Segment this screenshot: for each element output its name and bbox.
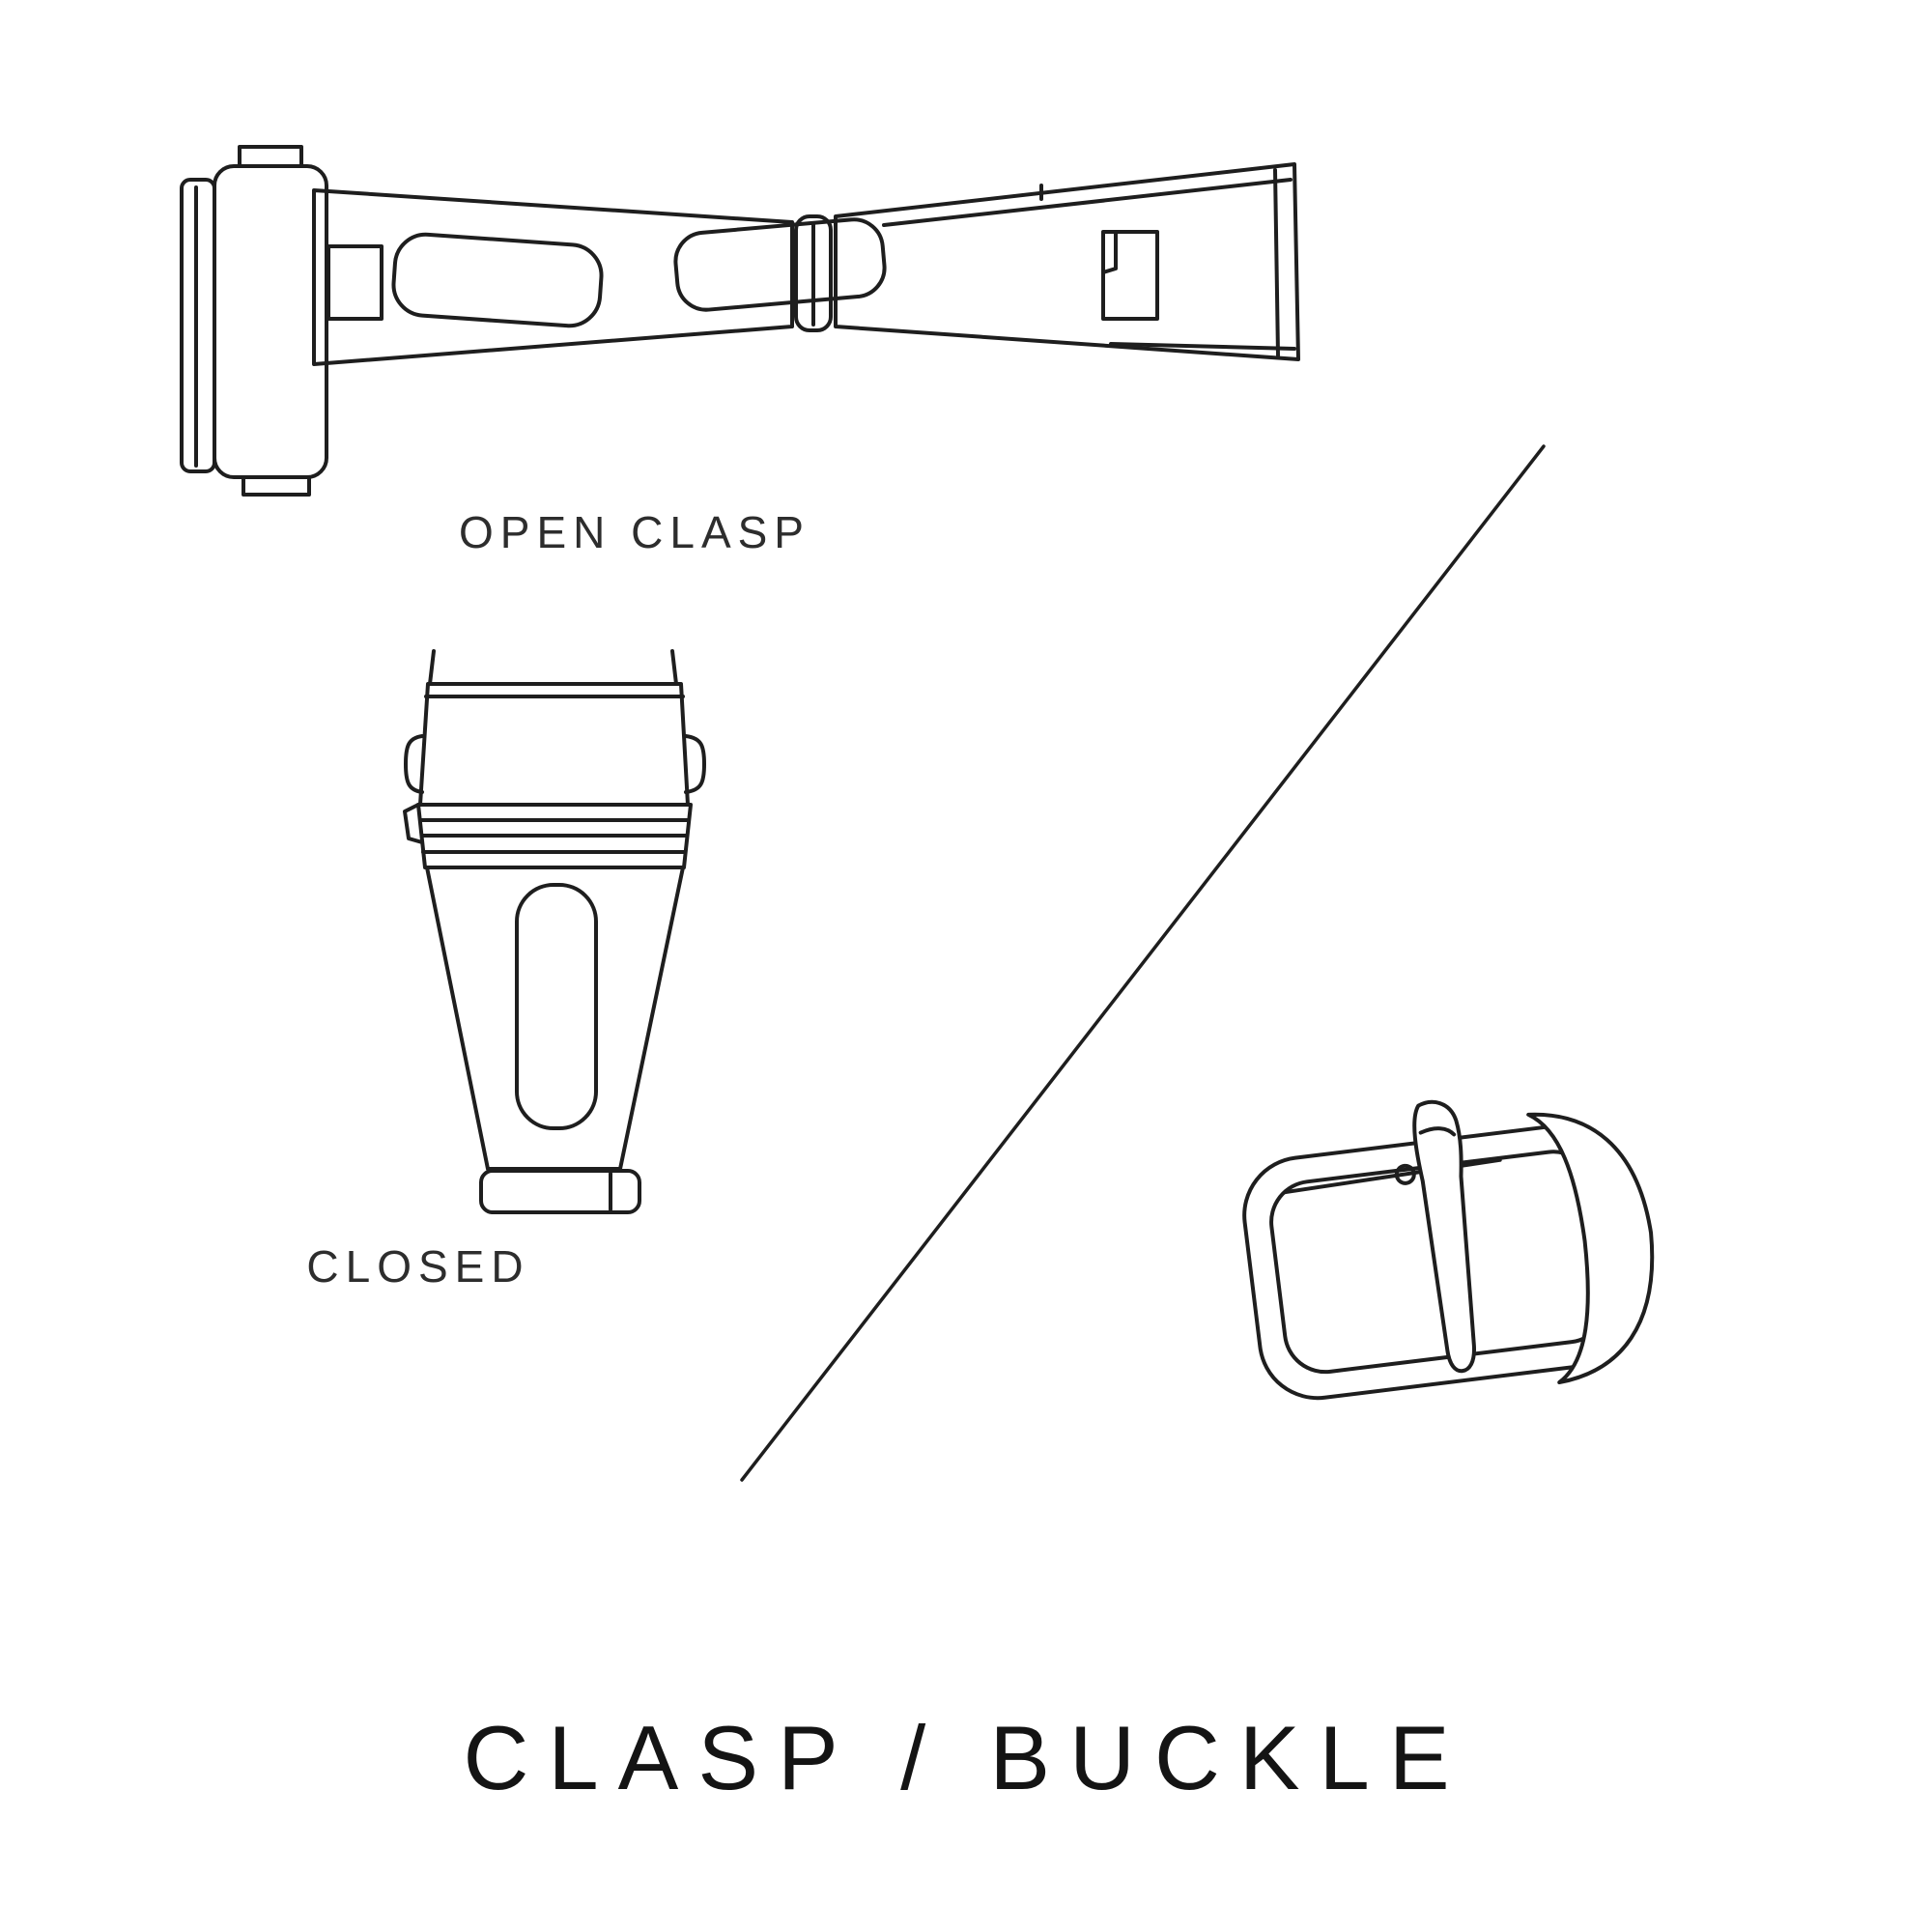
open-clasp-illustration xyxy=(180,145,1300,497)
closed-clasp-label: CLOSED xyxy=(306,1241,530,1292)
open-clasp-label: OPEN CLASP xyxy=(459,507,810,557)
page-title: CLASP / BUCKLE xyxy=(463,1707,1469,1808)
closed-clasp-illustration xyxy=(403,649,706,1214)
buckle-illustration xyxy=(1242,1100,1655,1401)
